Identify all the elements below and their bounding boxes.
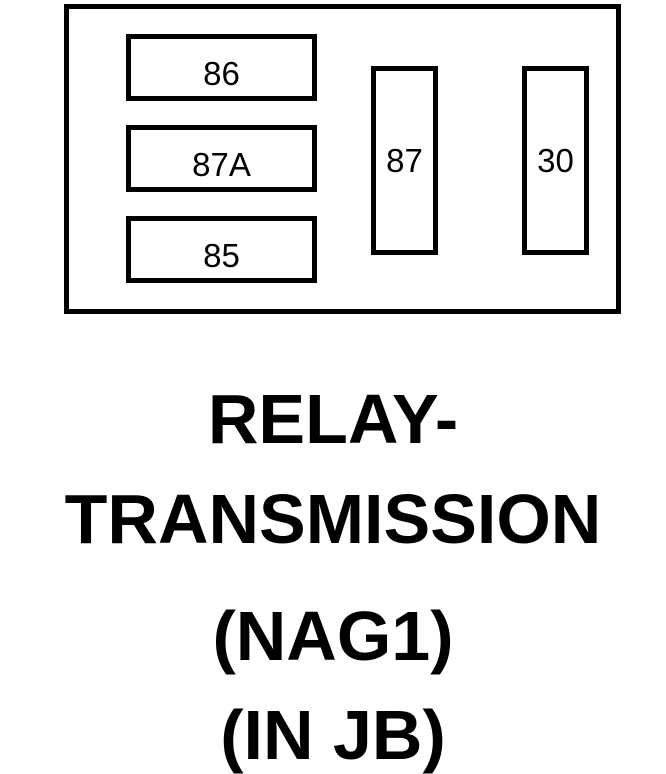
pin-85-terminal: 85 [126, 216, 317, 283]
pin-30-terminal: 30 [522, 66, 589, 255]
pin-30-label: 30 [537, 142, 574, 179]
pin-87a-label: 87A [192, 146, 251, 183]
pin-86-label: 86 [203, 55, 240, 92]
pin-85-label: 85 [203, 237, 240, 274]
pin-87-terminal: 87 [371, 66, 438, 255]
relay-outline: 86 87A 85 87 30 [64, 4, 621, 314]
caption-line-nag1: (NAG1) [212, 597, 454, 675]
pin-87a-terminal: 87A [126, 125, 317, 192]
caption-line-relay: RELAY- [207, 380, 459, 458]
pin-86-terminal: 86 [126, 34, 317, 101]
caption-line-in-jb: (IN JB) [220, 696, 446, 774]
caption-line-transmission: TRANSMISSION [64, 480, 602, 558]
pin-87-label: 87 [386, 142, 423, 179]
